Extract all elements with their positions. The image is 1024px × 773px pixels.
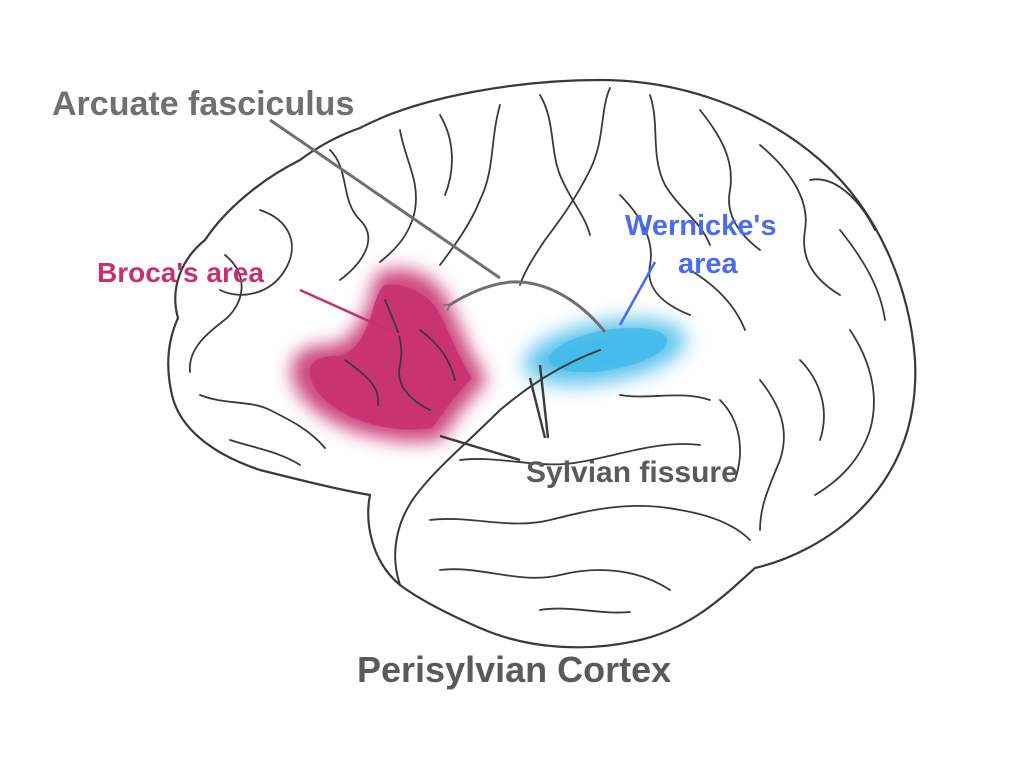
wernicke-area-region [524,319,686,385]
brain-outline [167,78,917,649]
broca-leader-line [299,288,401,337]
arcuate-fasciculus-label: Arcuate fasciculus [52,85,354,123]
broca-area-region [291,268,488,442]
broca-area-label: Broca's area [97,257,264,288]
wernicke-leader-line [618,261,657,326]
wernicke-area-label-line1: Wernicke's [625,210,776,242]
diagram-title: Perisylvian Cortex [357,649,671,690]
arcuate-leader-line [269,118,501,280]
wernicke-area-label-line2: area [678,248,739,280]
arcuate-fasciculus-pointer [269,118,607,333]
sylvian-fissure-pointer [439,364,550,462]
sylvian-fissure-label: Sylvian fissure [526,456,738,489]
arcuate-arrow [442,280,607,333]
